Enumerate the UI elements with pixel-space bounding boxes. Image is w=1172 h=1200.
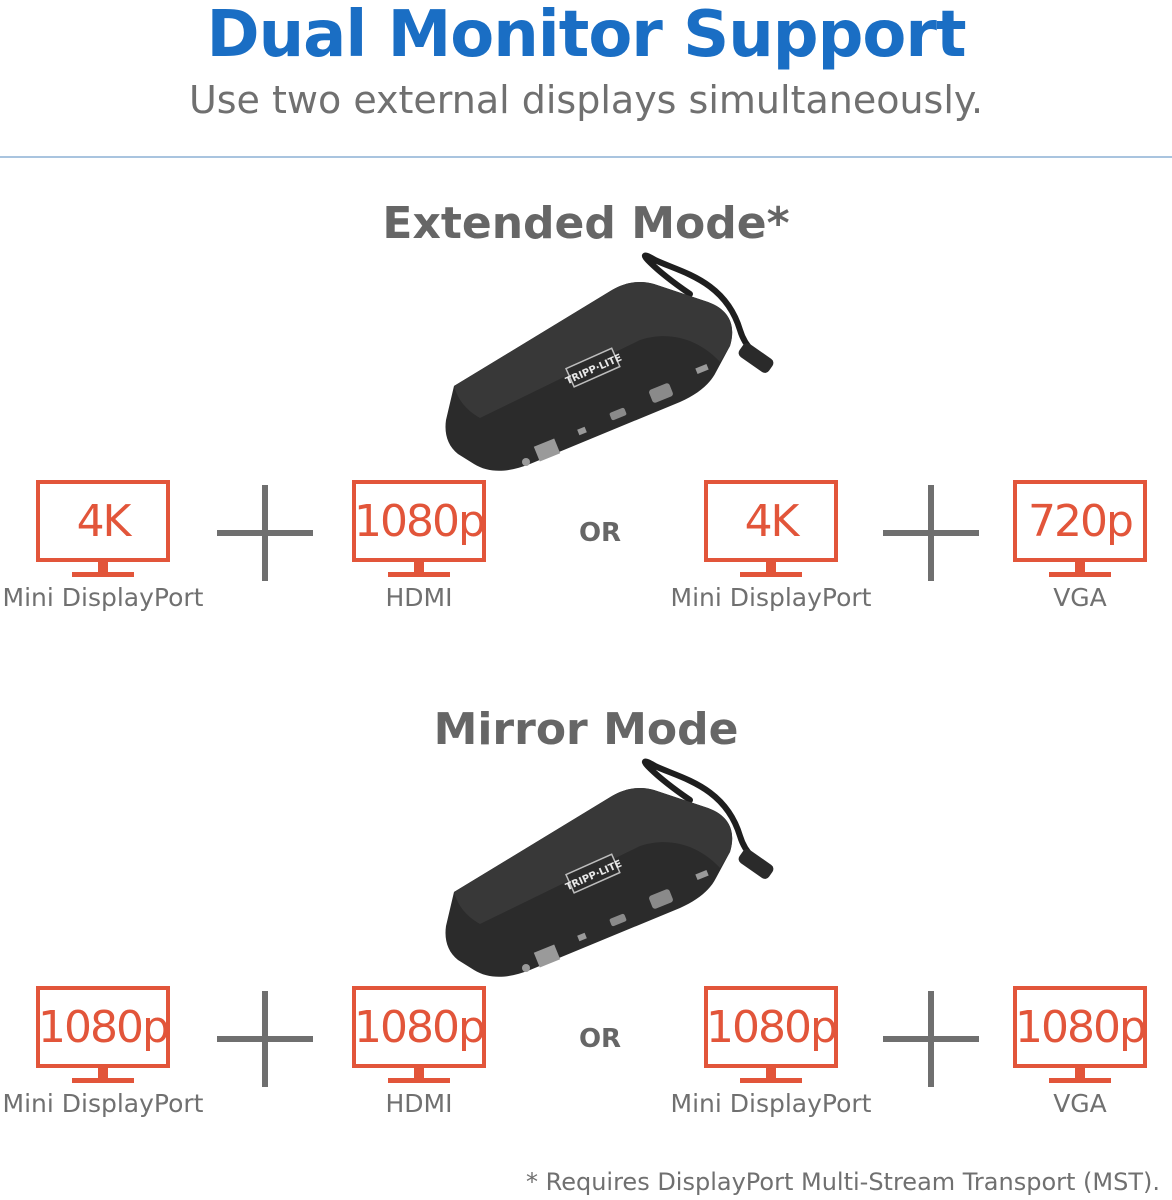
monitor-screen: 1080p xyxy=(36,986,170,1068)
monitor-screen: 1080p xyxy=(352,480,486,562)
monitor-stand xyxy=(766,1068,776,1078)
monitor-stand xyxy=(766,562,776,572)
docking-station-image: TRIPP·LITE xyxy=(445,252,774,471)
footnote: * Requires DisplayPort Multi-Stream Tran… xyxy=(525,1168,1160,1196)
resolution-label: 1080p xyxy=(1015,1001,1147,1053)
monitor-base xyxy=(388,572,450,577)
port-label: VGA xyxy=(1053,583,1107,612)
monitor-2: 1080p HDMI xyxy=(286,986,526,1136)
resolution-label: 4K xyxy=(744,495,800,547)
monitor-screen: 4K xyxy=(704,480,838,562)
monitor-1: 4K Mini DisplayPort xyxy=(0,480,210,630)
monitor-2: 1080p HDMI xyxy=(286,480,526,630)
resolution-label: 1080p xyxy=(38,1001,170,1053)
monitor-stand xyxy=(98,1068,108,1078)
resolution-label: 1080p xyxy=(354,495,486,547)
monitor-base xyxy=(740,1078,802,1083)
monitor-4: 720p VGA xyxy=(947,480,1172,630)
monitor-base xyxy=(1049,1078,1111,1083)
monitor-stand xyxy=(1075,562,1085,572)
header-divider xyxy=(0,156,1172,158)
plus-icon xyxy=(217,485,313,581)
resolution-label: 1080p xyxy=(706,1001,838,1053)
monitor-base xyxy=(740,572,802,577)
monitor-screen: 1080p xyxy=(704,986,838,1068)
monitor-3: 1080p Mini DisplayPort xyxy=(638,986,878,1136)
monitor-base xyxy=(1049,572,1111,577)
mirror-mode-section: Mirror Mode TRIPP·LITE 1080p Mini Displa… xyxy=(0,702,1172,1142)
port-label: Mini DisplayPort xyxy=(670,583,872,612)
port-label: Mini DisplayPort xyxy=(670,1089,872,1118)
resolution-label: 720p xyxy=(1028,495,1134,547)
monitor-1: 1080p Mini DisplayPort xyxy=(0,986,210,1136)
section-title-mirror-mode: Mirror Mode xyxy=(433,704,739,755)
or-separator: OR xyxy=(578,518,622,548)
monitor-stand xyxy=(98,562,108,572)
page-subtitle: Use two external displays simultaneously… xyxy=(188,78,984,122)
monitor-base xyxy=(72,572,134,577)
port-label: Mini DisplayPort xyxy=(2,583,204,612)
monitor-stand xyxy=(1075,1068,1085,1078)
port-label: VGA xyxy=(1053,1089,1107,1118)
or-separator: OR xyxy=(578,1024,622,1054)
monitor-4: 1080p VGA xyxy=(947,986,1172,1136)
page-title: Dual Monitor Support xyxy=(206,0,966,72)
port-label: HDMI xyxy=(385,1089,453,1118)
resolution-label: 4K xyxy=(76,495,132,547)
plus-icon xyxy=(217,991,313,1087)
plus-icon xyxy=(883,991,979,1087)
section-title-extended-mode: Extended Mode* xyxy=(382,198,790,249)
monitor-stand xyxy=(414,562,424,572)
monitor-screen: 1080p xyxy=(1013,986,1147,1068)
port-label: HDMI xyxy=(385,583,453,612)
monitor-screen: 4K xyxy=(36,480,170,562)
monitor-3: 4K Mini DisplayPort xyxy=(638,480,878,630)
monitor-screen: 1080p xyxy=(352,986,486,1068)
resolution-label: 1080p xyxy=(354,1001,486,1053)
docking-station-image: TRIPP·LITE xyxy=(445,758,774,977)
monitor-screen: 720p xyxy=(1013,480,1147,562)
extended-mode-section: Extended Mode* TRIPP·LITE 4K Mini Displa… xyxy=(0,196,1172,636)
monitor-stand xyxy=(414,1068,424,1078)
plus-icon xyxy=(883,485,979,581)
port-label: Mini DisplayPort xyxy=(2,1089,204,1118)
monitor-base xyxy=(72,1078,134,1083)
monitor-base xyxy=(388,1078,450,1083)
